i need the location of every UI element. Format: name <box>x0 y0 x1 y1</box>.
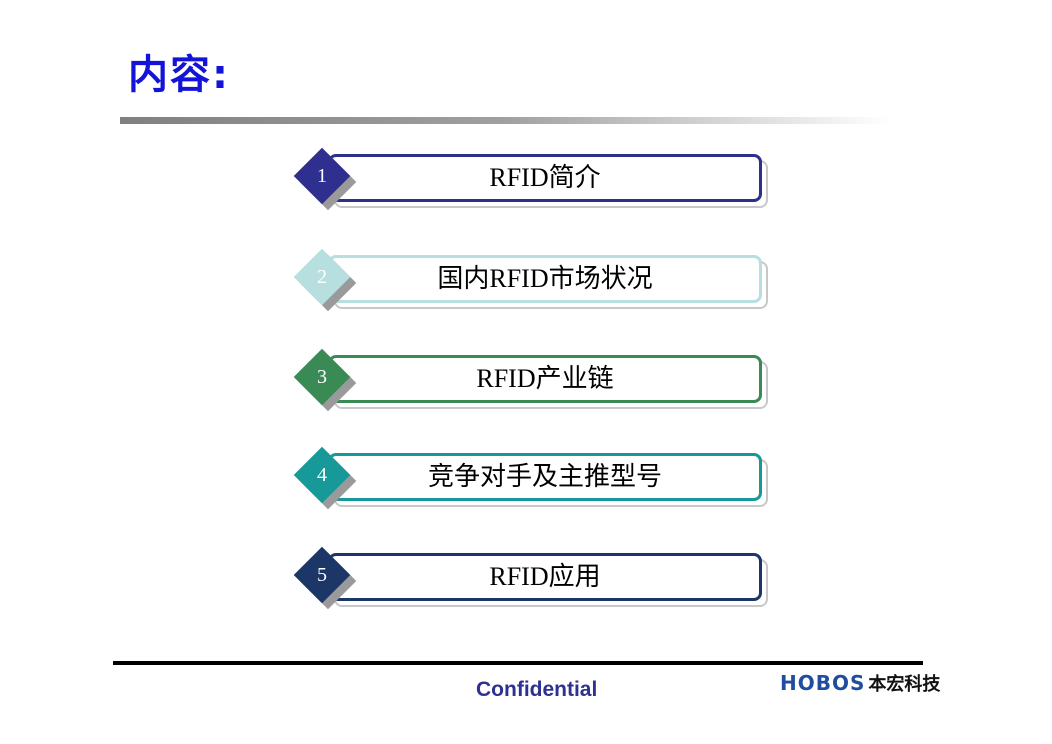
agenda-item[interactable]: 竞争对手及主推型号 4 <box>293 446 768 510</box>
logo-text-cn: 本宏科技 <box>868 674 941 695</box>
item-box <box>328 553 762 601</box>
item-label: 竞争对手及主推型号 <box>427 462 662 491</box>
item-box <box>328 154 762 202</box>
item-label: 国内RFID市场状况 <box>437 264 653 293</box>
item-number: 2 <box>317 266 327 288</box>
item-label: RFID应用 <box>489 562 601 591</box>
item-box <box>328 453 762 501</box>
item-box <box>328 255 762 303</box>
item-label: RFID产业链 <box>476 364 614 393</box>
item-number: 4 <box>317 464 327 486</box>
logo-text-en: HOBOS <box>780 671 866 695</box>
agenda-item[interactable]: 国内RFID市场状况 2 <box>293 248 768 312</box>
title-divider <box>120 117 890 124</box>
agenda-item[interactable]: RFID产业链 3 <box>293 348 768 412</box>
agenda-item[interactable]: RFID简介 1 <box>293 147 768 211</box>
item-box <box>328 355 762 403</box>
item-number: 1 <box>317 165 327 187</box>
item-label: RFID简介 <box>489 163 601 192</box>
confidential-label: Confidential <box>476 678 598 701</box>
agenda-item[interactable]: RFID应用 5 <box>293 546 768 610</box>
item-number: 5 <box>317 564 327 586</box>
item-number: 3 <box>317 366 327 388</box>
footer-divider <box>113 661 923 665</box>
slide-title: 内容: <box>128 52 230 98</box>
